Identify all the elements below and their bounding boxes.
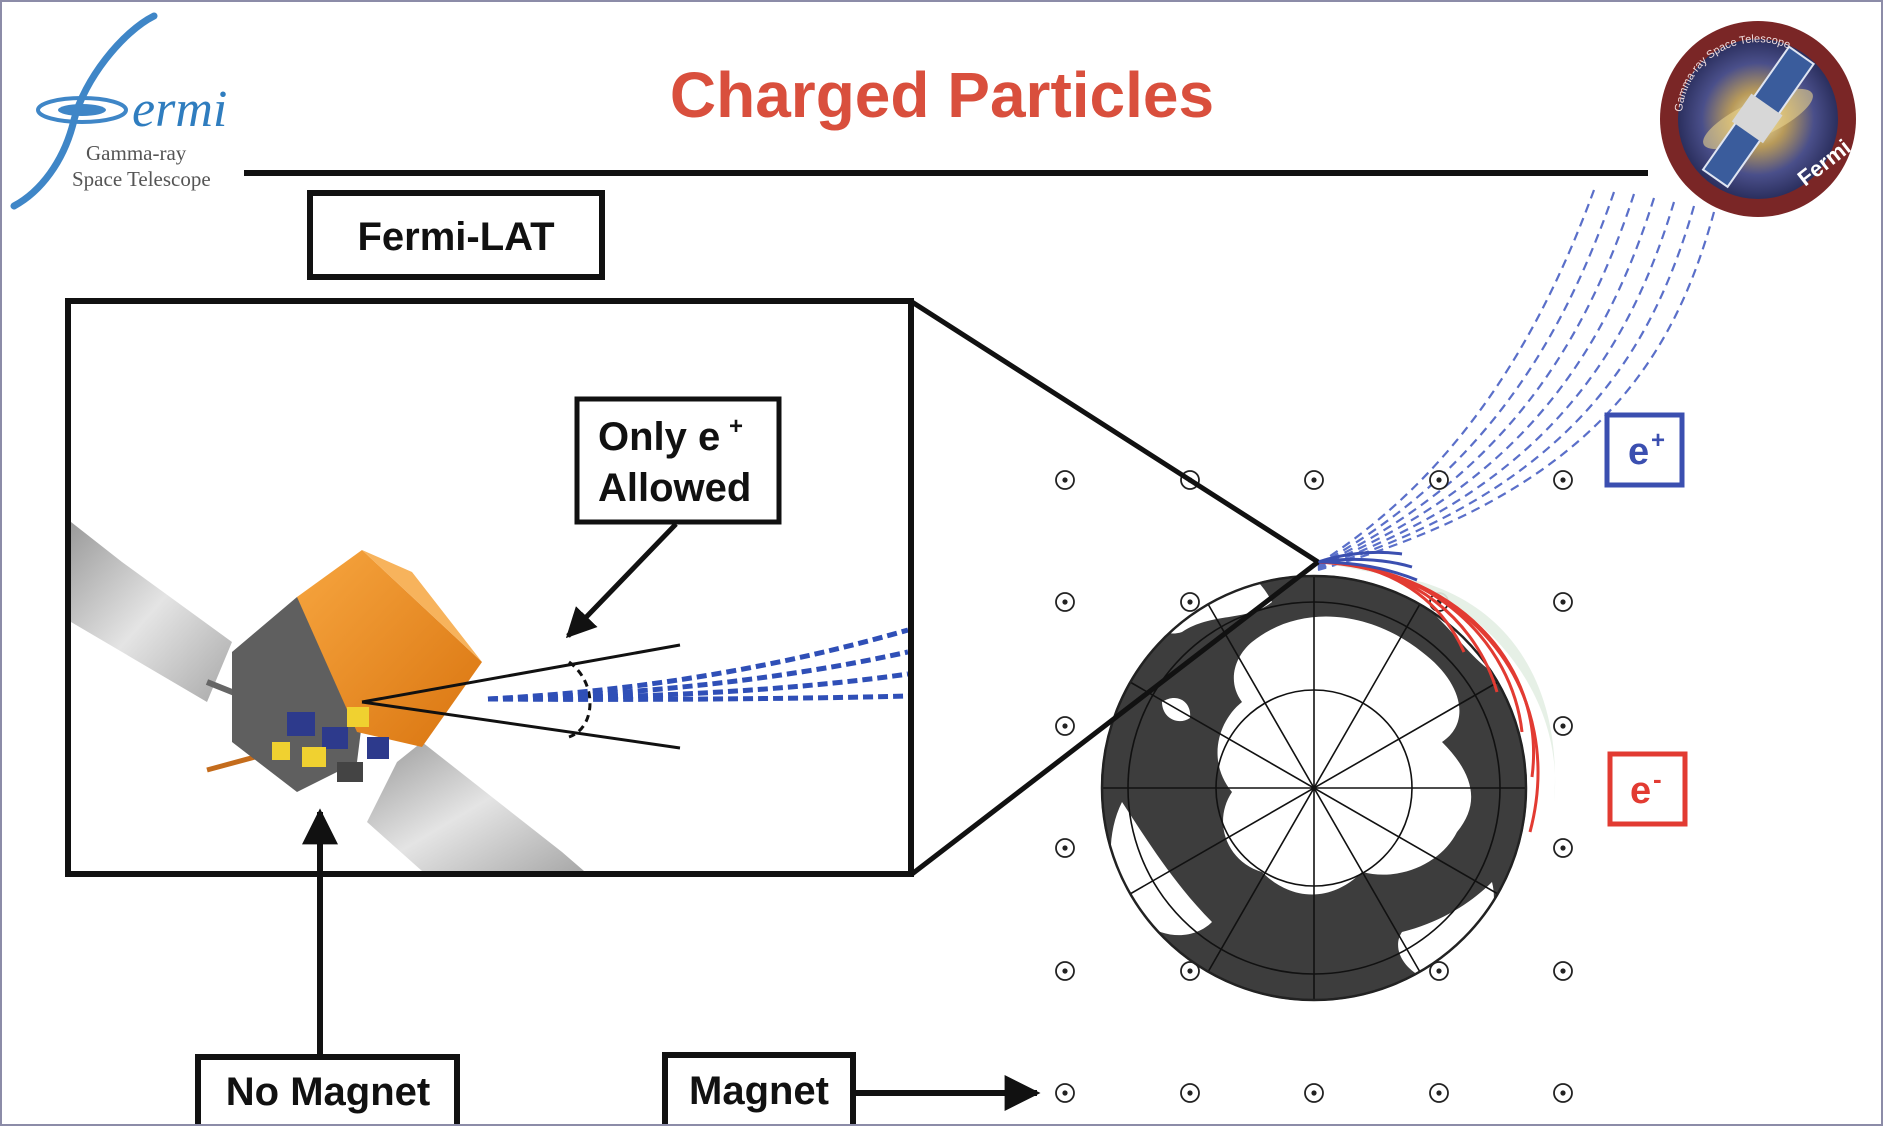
field-out-of-page-icon xyxy=(1055,838,1075,858)
logo-line-1: Gamma-ray xyxy=(86,141,187,165)
magnet-label-text: Magnet xyxy=(689,1069,829,1113)
field-out-of-page-icon xyxy=(1055,961,1075,981)
field-out-of-page-icon xyxy=(1553,716,1573,736)
lat-label: Fermi-LAT xyxy=(307,190,605,280)
only-positron-label: Only e + Allowed xyxy=(574,396,782,525)
field-out-of-page-icon xyxy=(1304,470,1324,490)
no-magnet-label-text: No Magnet xyxy=(226,1070,430,1114)
field-out-of-page-icon xyxy=(1180,592,1200,612)
only-label-line2: Allowed xyxy=(598,466,751,510)
no-magnet-label: No Magnet xyxy=(195,1054,460,1124)
electron-label-sup: - xyxy=(1653,764,1662,794)
field-out-of-page-icon xyxy=(1429,961,1449,981)
satellite-inset xyxy=(65,298,914,877)
only-positron-arrow xyxy=(565,522,678,639)
only-label-sup: + xyxy=(729,413,743,440)
magnet-label: Magnet xyxy=(662,1052,856,1124)
positron-label: e + xyxy=(1604,412,1685,488)
field-out-of-page-icon xyxy=(1553,961,1573,981)
field-out-of-page-icon xyxy=(1180,1083,1200,1103)
field-out-of-page-icon xyxy=(1553,1083,1573,1103)
field-out-of-page-icon xyxy=(1553,592,1573,612)
zoom-lines xyxy=(910,299,1320,876)
solar-panel-upper-icon xyxy=(71,522,232,702)
field-out-of-page-icon xyxy=(1055,1083,1075,1103)
fermi-logo: ermi Gamma-ray Space Telescope xyxy=(10,12,227,210)
acceptance-cone xyxy=(361,643,681,750)
logo-word: ermi xyxy=(132,81,227,138)
field-out-of-page-icon xyxy=(1055,592,1075,612)
electron-trajectories xyxy=(1317,550,1556,833)
lat-detector-icon xyxy=(297,550,482,747)
only-label-line1: Only e xyxy=(598,415,720,459)
field-out-of-page-icon xyxy=(1429,470,1449,490)
lat-label-text: Fermi-LAT xyxy=(357,215,554,259)
electron-label: e - xyxy=(1607,751,1688,827)
field-out-of-page-icon xyxy=(1055,470,1075,490)
logo-orbit-inner-icon xyxy=(58,104,106,116)
field-out-of-page-icon xyxy=(1304,1083,1324,1103)
positron-trajectories xyxy=(1317,189,1716,572)
field-out-of-page-icon xyxy=(1553,470,1573,490)
page-title: Charged Particles xyxy=(670,59,1214,131)
field-out-of-page-icon xyxy=(1429,1083,1449,1103)
fermi-badge: Fermi Gamma-ray Space Telescope xyxy=(1660,21,1856,217)
incoming-positron-tracks xyxy=(487,627,908,702)
field-out-of-page-icon xyxy=(1553,838,1573,858)
logo-orbit-icon xyxy=(36,96,128,124)
electron-label-base: e xyxy=(1630,770,1651,812)
earth-globe-icon xyxy=(1100,574,1528,1002)
field-out-of-page-icon xyxy=(1180,961,1200,981)
badge-satellite-icon xyxy=(1701,45,1816,189)
satellite-electronics-icon xyxy=(272,707,389,782)
solar-panel-lower-icon xyxy=(367,742,584,871)
positron-label-sup: + xyxy=(1651,427,1665,454)
positron-label-base: e xyxy=(1628,431,1649,473)
logo-line-2: Space Telescope xyxy=(72,167,211,191)
field-out-of-page-icon xyxy=(1055,716,1075,736)
